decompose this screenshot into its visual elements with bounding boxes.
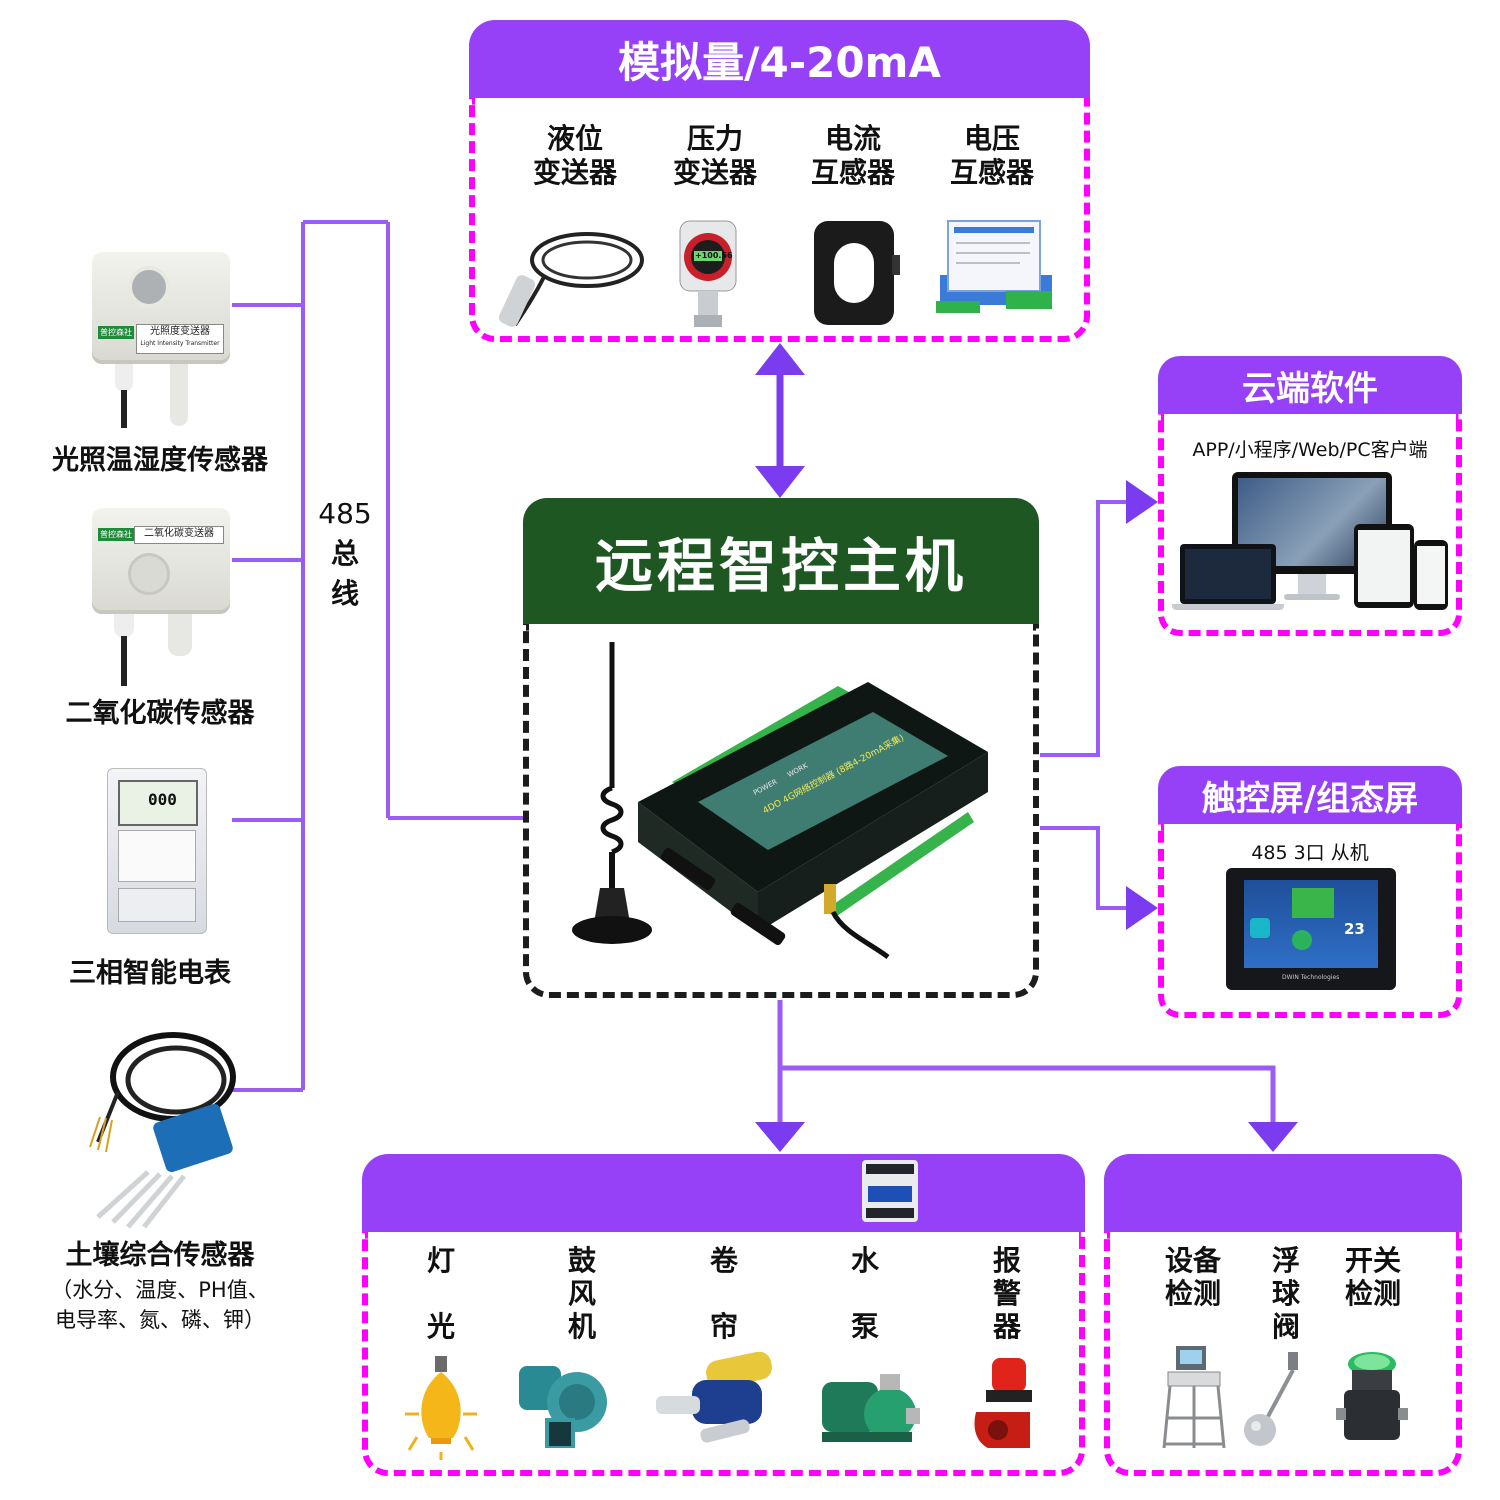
analog-panel-body — [469, 98, 1090, 342]
touch-panel-subtitle: 485 3口 从机 — [1251, 842, 1369, 864]
curtain-motor-icon — [656, 1352, 772, 1443]
pressure-transmitter-label: 压力 变送器 — [672, 122, 757, 189]
output-label-curtain: 卷 帘 — [709, 1244, 738, 1343]
voltage-transformer-label: 电压 互感器 — [949, 122, 1034, 189]
equipment-detection-label: 设备 检测 — [1164, 1244, 1221, 1310]
switch-detection-label: 开关 检测 — [1344, 1244, 1401, 1310]
output-label-blower: 鼓 风 机 — [567, 1244, 596, 1343]
equipment-detector-icon — [1162, 1346, 1226, 1449]
light-sensor-caption: 光照温湿度传感器 — [52, 445, 268, 476]
water-pump-icon — [822, 1374, 920, 1442]
light-sensor-badge: 普控森社 — [98, 326, 134, 339]
touch-panel-title: 触控屏/组态屏 — [1201, 778, 1419, 819]
soil-sensor-title: 土壤综合传感器 — [65, 1240, 255, 1271]
float-ball-valve-icon — [1244, 1352, 1298, 1446]
analog-panel-header: 模拟量/4-20mA — [469, 20, 1090, 98]
outputs-panel-body — [362, 1232, 1085, 1476]
host-header: 远程智控主机 — [523, 498, 1039, 624]
switch-detector-icon — [1336, 1352, 1408, 1440]
cloud-panel-subtitle: APP/小程序/Web/PC客户端 — [1192, 439, 1428, 461]
alarm-siren-icon — [974, 1358, 1032, 1448]
output-label-light: 灯 光 — [426, 1244, 455, 1343]
analog-link-arrow — [755, 343, 805, 498]
touch-panel-body — [1158, 824, 1462, 1018]
rs485-bus-lines — [232, 220, 525, 1092]
outputs-panel-header — [362, 1154, 1085, 1232]
blower-icon — [519, 1366, 607, 1448]
pressure-transmitter-image — [679, 220, 737, 327]
level-transmitter-image — [498, 232, 644, 327]
smart-meter-reading: 000 — [148, 790, 177, 809]
inputs-panel-body — [1104, 1232, 1462, 1476]
inputs-panel-header — [1104, 1154, 1462, 1232]
touch-screen-brand: DWIN Technologies — [1282, 974, 1340, 981]
output-label-alarm: 报 警 器 — [992, 1244, 1021, 1343]
soil-sensor-caption: 土壤综合传感器 （水分、温度、PH值、 电导率、氮、磷、钾） — [20, 1240, 300, 1333]
host-title: 远程智控主机 — [594, 532, 967, 600]
co2-sensor-label: 二氧化碳变送器 — [134, 526, 224, 544]
co2-sensor-caption: 二氧化碳传感器 — [65, 698, 255, 729]
cloud-panel-title: 云端软件 — [1242, 368, 1378, 409]
antenna-image — [572, 642, 652, 944]
touch-panel-header: 触控屏/组态屏 — [1158, 766, 1462, 824]
output-label-pump: 水 泵 — [850, 1244, 879, 1343]
cloud-link-arrow — [1040, 480, 1158, 757]
soil-sensor-image — [89, 1032, 236, 1229]
touch-link-arrow — [1040, 826, 1158, 930]
pressure-display-reading: +100.56 — [695, 251, 733, 260]
output-link-arrows — [755, 1000, 1298, 1152]
cloud-panel-header: 云端软件 — [1158, 356, 1462, 414]
host-body — [523, 624, 1039, 998]
float-valve-label: 浮 球 阀 — [1271, 1244, 1300, 1343]
analog-panel-title: 模拟量/4-20mA — [618, 37, 941, 87]
level-transmitter-label: 液位 变送器 — [532, 122, 617, 189]
cloud-panel-body — [1158, 414, 1462, 636]
current-transformer-image — [814, 221, 900, 325]
light-bulb-icon — [405, 1356, 477, 1460]
voltage-transformer-image — [936, 220, 1052, 313]
light-sensor-label-cn: 光照度变送器 — [150, 326, 210, 337]
soil-sensor-note-1: （水分、温度、PH值、 — [51, 1278, 269, 1303]
light-sensor-label-en: Light Intensity Transmitter — [140, 340, 220, 347]
current-transformer-label: 电流 互感器 — [810, 122, 895, 189]
co2-sensor-badge: 普控森社 — [98, 528, 134, 541]
rs485-bus-label: 485 总 线 — [312, 494, 378, 614]
smart-meter-caption: 三相智能电表 — [69, 958, 231, 989]
soil-sensor-note-2: 电导率、氮、磷、钾） — [55, 1307, 265, 1332]
touch-screen-temp: 23 — [1344, 920, 1365, 938]
